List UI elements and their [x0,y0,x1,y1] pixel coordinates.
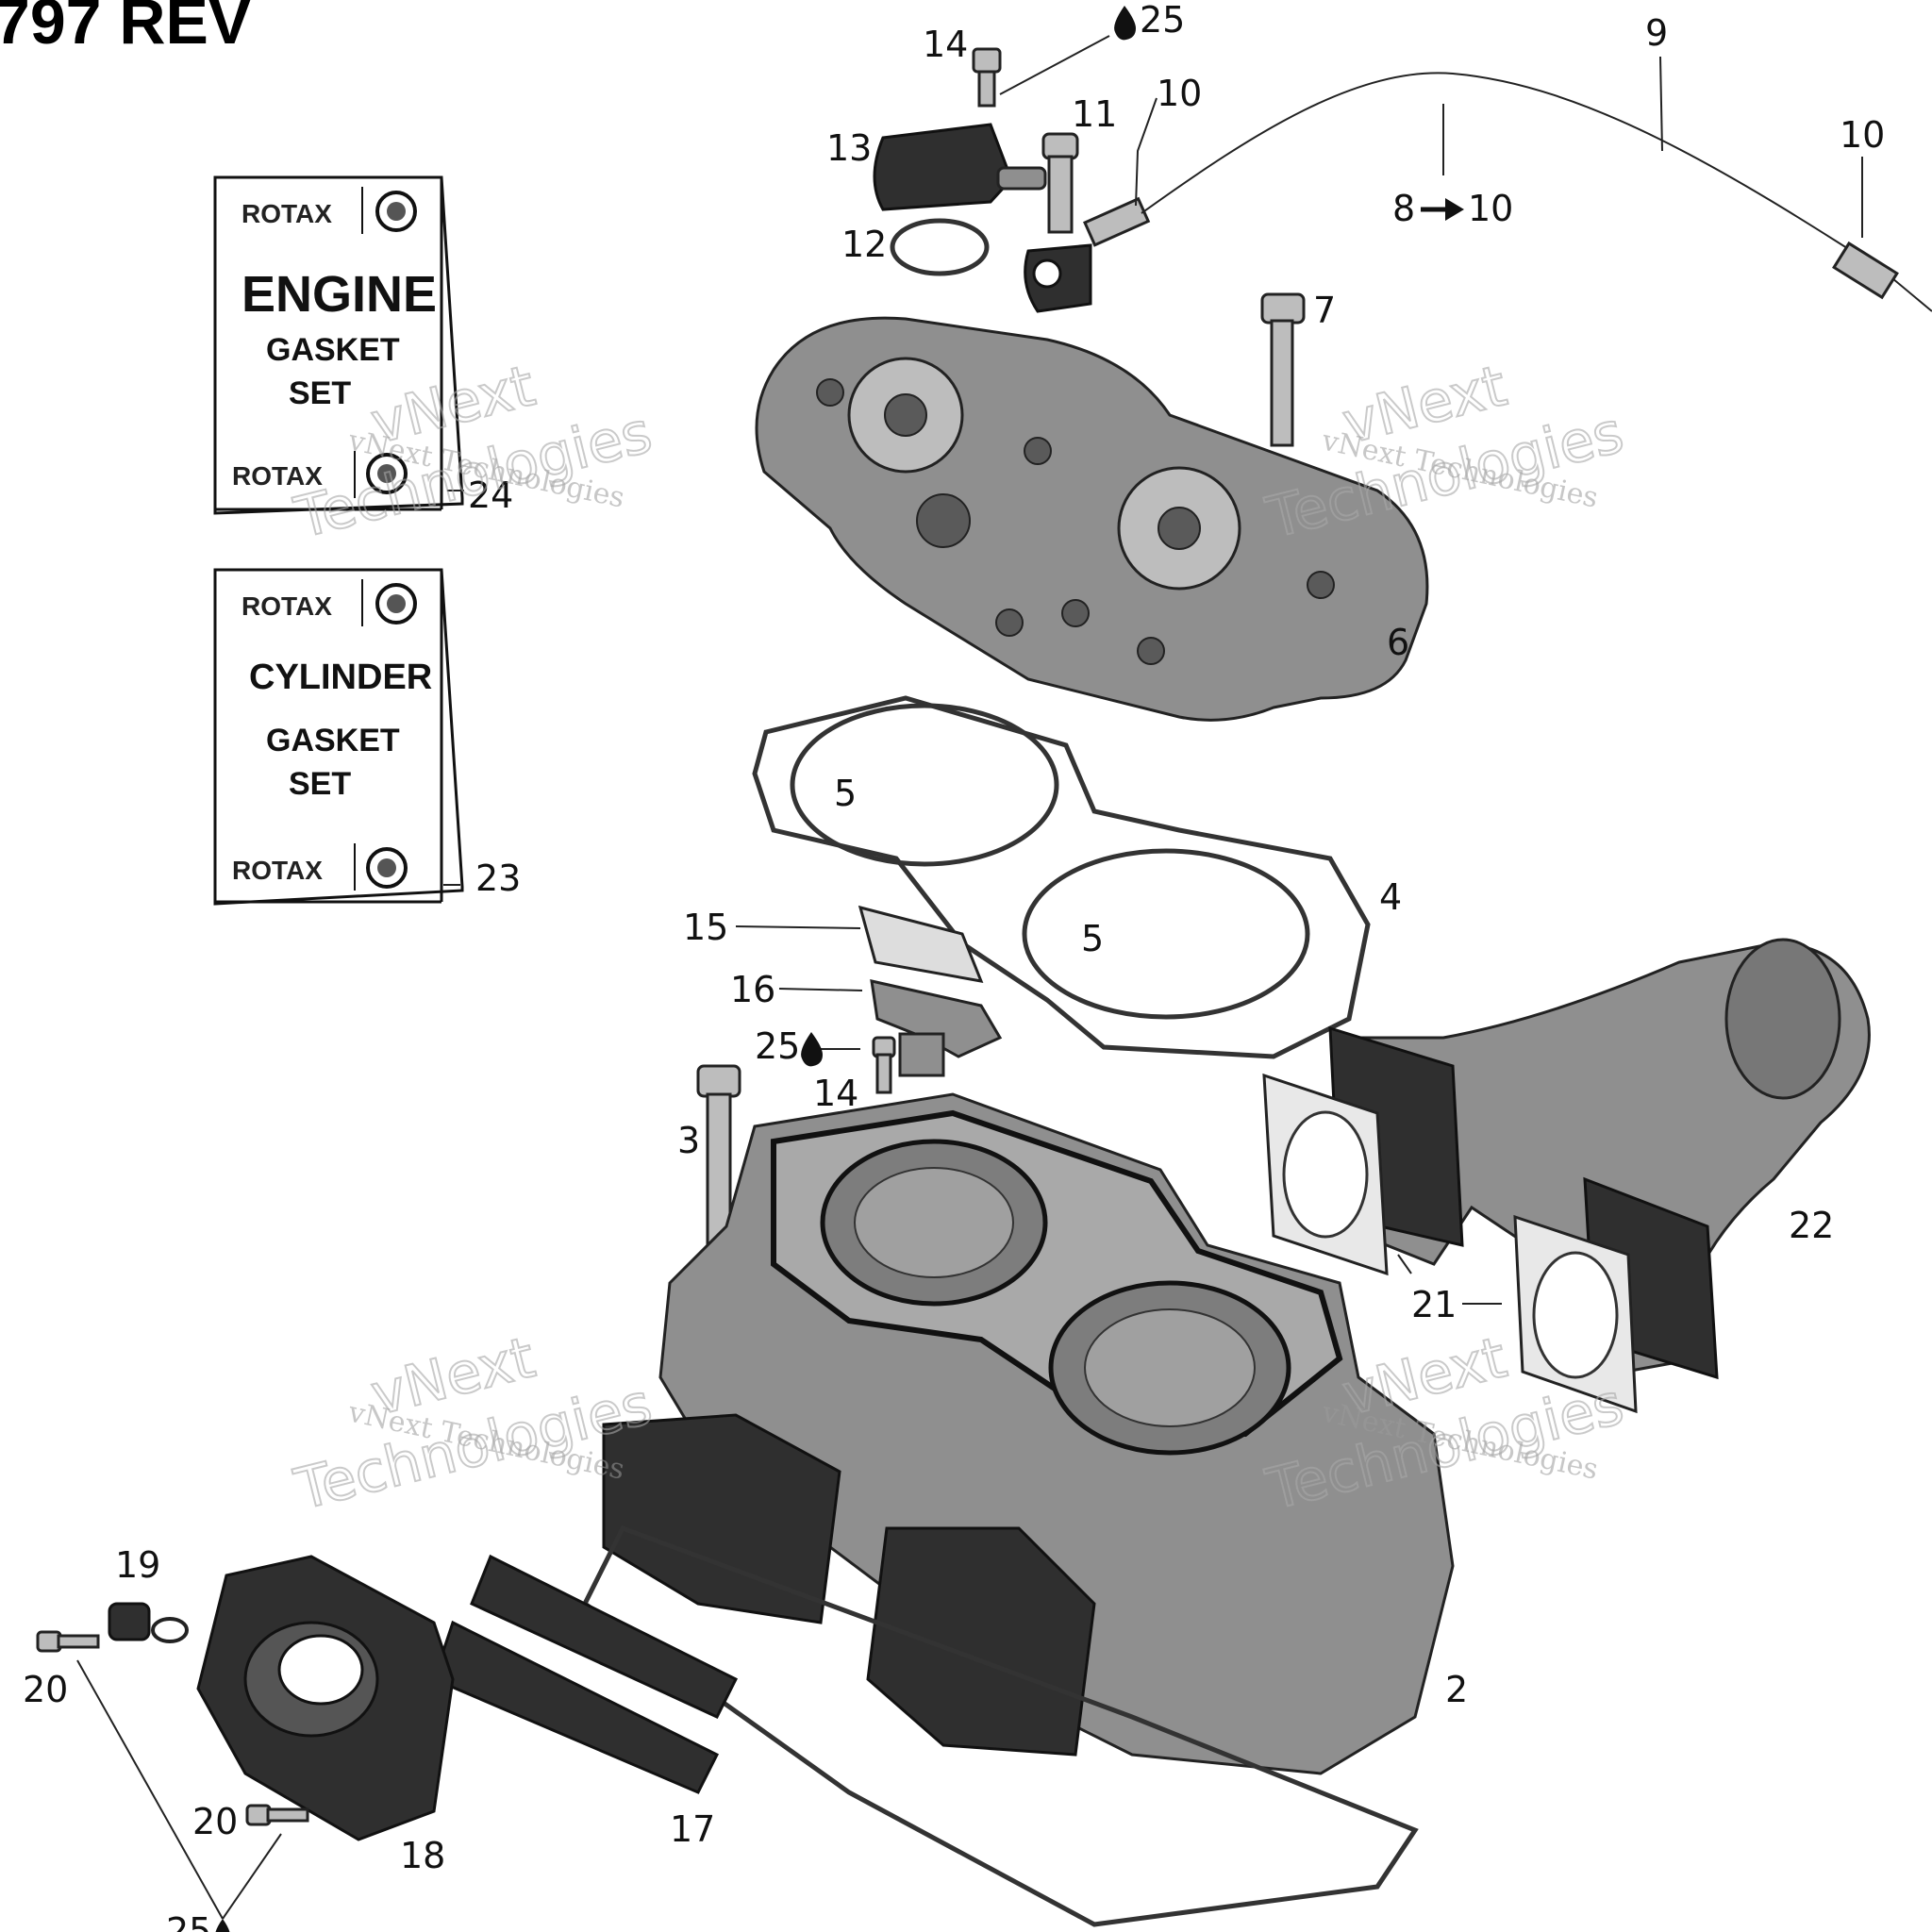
drop-icon [801,1032,823,1067]
bolt-7 [1260,292,1306,447]
diagram-title: 797 REV [0,0,251,58]
leader-20b-25 [222,1833,282,1920]
callout-5: 5 [1081,918,1104,959]
sensor-cable [1141,72,1932,312]
callout-12: 12 [841,224,887,265]
o-ring-12 [890,218,990,276]
callout-19: 19 [115,1544,160,1586]
leader-16 [778,988,863,991]
callout-4: 4 [1379,876,1402,918]
temperature-sensor [1024,196,1151,313]
callout-6: 6 [1387,622,1409,663]
callout-20: 20 [23,1669,68,1710]
brp-logo-icon [375,583,417,625]
callout-25: 25 [1140,0,1185,41]
cable-connector [1832,241,1899,300]
callout-14: 14 [923,24,968,65]
callout-7: 7 [1313,290,1336,331]
arrow-right-icon [1421,198,1464,221]
callout-14: 14 [813,1073,858,1114]
callout-13: 13 [826,127,872,169]
callout-18: 18 [400,1835,445,1876]
callout-10: 10 [1840,114,1885,156]
cylinder-block-2 [602,1092,1455,1775]
kit-line2: GASKET [266,332,400,368]
stud-11 [1041,132,1079,234]
callout-8-10-end: 10 [1468,188,1513,229]
callout-21: 21 [1411,1284,1457,1325]
intake-manifold-18 [196,1555,455,1841]
cylinder-head-6 [755,316,1429,722]
o-ring-5a [790,703,1059,867]
exhaust-gasket-21b [1513,1214,1638,1414]
callout-16: 16 [730,969,775,1010]
kit-line3: SET [289,375,351,411]
leader-9 [1659,56,1663,152]
callout-3: 3 [677,1120,700,1161]
cylinder-gasket-set-card: ROTAX CYLINDER GASKET SET ROTAX 23 [213,568,521,906]
screw-20b [245,1804,309,1826]
bolt-14-lower [872,1036,896,1094]
brp-logo-icon [375,191,417,232]
leader-20a-25 [76,1659,224,1920]
callout-25: 25 [166,1910,211,1932]
kit-brand: ROTAX [242,591,332,621]
callout-20: 20 [192,1801,238,1842]
reed-valve-17 [432,1554,739,1794]
callout-11: 11 [1072,93,1117,135]
brp-logo-icon [366,453,408,494]
callout-24: 24 [468,475,513,516]
leader-15 [735,925,861,929]
callout-17: 17 [670,1808,715,1850]
kit-line2: GASKET [266,723,400,758]
callout-8: 8 [1392,188,1415,229]
callout-25: 25 [755,1025,800,1067]
kit-brand-bottom: ROTAX [232,856,323,885]
clamp-19 [108,1602,189,1643]
callout-23: 23 [475,858,521,899]
leader-10a [1135,97,1158,207]
callout-5: 5 [834,773,857,814]
callout-15: 15 [683,907,728,948]
kit-line1: CYLINDER [249,658,432,697]
kit-brand-bottom: ROTAX [232,461,323,491]
callout-10: 10 [1157,73,1202,114]
screw-20a [36,1630,100,1653]
drop-icon [215,1919,230,1932]
water-outlet-16 [870,979,1003,1077]
callout-22: 22 [1789,1205,1834,1246]
leader-14-25 [999,35,1110,95]
kit-line3: SET [289,766,351,802]
engine-gasket-set-card: ROTAX ENGINE GASKET SET ROTAX 24 [213,175,513,516]
gasket-15 [858,905,984,983]
kit-brand: ROTAX [242,199,332,228]
callout-2: 2 [1445,1669,1468,1710]
leader-21a [1397,1254,1412,1274]
exhaust-gasket-21a [1262,1073,1389,1276]
brp-logo-icon [366,847,408,889]
callout-9: 9 [1645,12,1668,54]
water-fitting-13 [873,123,1047,211]
o-ring-5b [1022,848,1310,1020]
bolt-14-top [972,47,1002,108]
drop-icon [1114,6,1136,41]
kit-line1: ENGINE [242,266,437,323]
